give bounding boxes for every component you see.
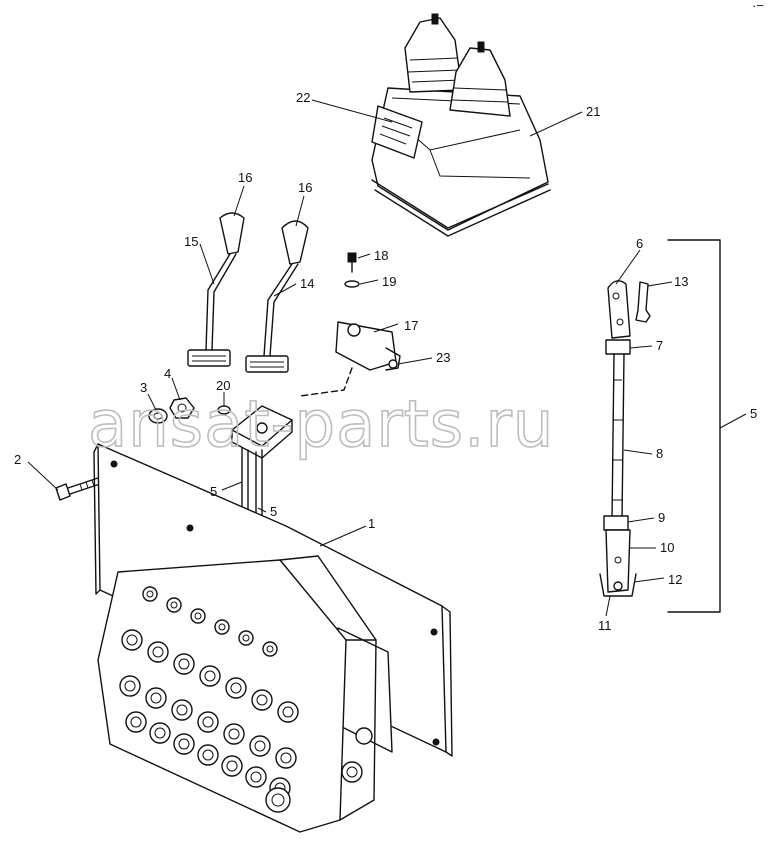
- callout-5-rod-a: 5: [210, 484, 217, 499]
- valve-port: [197, 711, 219, 733]
- callout-16-left: 16: [238, 170, 252, 185]
- callout-18: 18: [374, 248, 388, 263]
- valve-port-bore: [202, 716, 214, 728]
- callout-6: 6: [636, 236, 643, 251]
- rod-assembly: [599, 239, 721, 613]
- valve-port: [121, 629, 143, 651]
- watermark: ansat-parts.ru: [88, 388, 554, 462]
- callout-20: 20: [216, 378, 230, 393]
- valve-port-bore: [178, 738, 190, 750]
- nut-4: [169, 397, 195, 419]
- valve-port: [221, 755, 243, 777]
- valve-port: [251, 689, 273, 711]
- valve-port-bore: [204, 670, 216, 682]
- valve-port-bore: [152, 646, 164, 658]
- valve-port: [262, 641, 278, 657]
- valve-port-bore: [170, 601, 178, 609]
- valve-port: [225, 677, 247, 699]
- callout-8: 8: [656, 446, 663, 461]
- callout-13: 13: [674, 274, 688, 289]
- callout-12: 12: [668, 572, 682, 587]
- callout-labels: 22 21 16 16 15 14 18 19 17 23 3 4 20 2 5…: [14, 90, 757, 633]
- lever-14: [245, 220, 309, 373]
- valve-port: [125, 711, 147, 733]
- bolt-2: [55, 477, 101, 501]
- valve-port: [173, 733, 195, 755]
- callout-5-rod-b: 5: [270, 504, 277, 519]
- callout-21: 21: [586, 104, 600, 119]
- valve-port: [214, 619, 230, 635]
- valve-port: [199, 665, 221, 687]
- callout-2: 2: [14, 452, 21, 467]
- valve-port-bore: [254, 740, 266, 752]
- valve-port-bore: [194, 612, 202, 620]
- valve-port: [119, 675, 141, 697]
- valve-port-bore: [280, 752, 292, 764]
- valve-port-bore: [176, 704, 188, 716]
- callout-11: 11: [598, 618, 612, 633]
- valve-port-bore: [178, 658, 190, 670]
- valve-port: [145, 687, 167, 709]
- valve-port-bore: [250, 771, 262, 783]
- valve-port-bore: [242, 634, 250, 642]
- callout-16-right: 16: [298, 180, 312, 195]
- callout-9: 9: [658, 510, 665, 525]
- valve-port-bore: [228, 728, 240, 740]
- valve-port-bore: [202, 749, 214, 761]
- label-plate-22: [371, 105, 423, 159]
- callout-17: 17: [404, 318, 418, 333]
- valve-port-bore: [230, 682, 242, 694]
- valve-port: [238, 630, 254, 646]
- callout-19: 19: [382, 274, 396, 289]
- valve-port: [142, 586, 158, 602]
- callout-23: 23: [436, 350, 450, 365]
- valve-port-bore: [150, 692, 162, 704]
- valve-port-bore: [256, 694, 268, 706]
- callout-14: 14: [300, 276, 314, 291]
- valve-port-bore: [226, 760, 238, 772]
- callout-10: 10: [660, 540, 674, 555]
- valve-port: [245, 766, 267, 788]
- valve-port-bore: [146, 590, 154, 598]
- valve-port-bore: [154, 727, 166, 739]
- callout-22: 22: [296, 90, 310, 105]
- valve-port: [147, 641, 169, 663]
- bracket-17: [299, 252, 401, 397]
- valve-assembly-1: [93, 443, 453, 833]
- valve-port: [171, 699, 193, 721]
- valve-port-bore: [282, 706, 294, 718]
- callout-3: 3: [140, 380, 147, 395]
- valve-port-bore: [124, 680, 136, 692]
- valve-port: [275, 747, 297, 769]
- nut-3: [148, 408, 168, 424]
- valve-port-bore: [130, 716, 142, 728]
- valve-port: [173, 653, 195, 675]
- valve-port-bore: [218, 623, 226, 631]
- valve-port: [277, 701, 299, 723]
- leader-lines: [27, 99, 747, 617]
- callout-7: 7: [656, 338, 663, 353]
- callout-5-bracket: 5: [750, 406, 757, 421]
- lever-15: [187, 212, 245, 367]
- callout-1: 1: [368, 516, 375, 531]
- valve-port: [223, 723, 245, 745]
- valve-port: [197, 744, 219, 766]
- callout-4: 4: [164, 366, 171, 381]
- callout-15: 15: [184, 234, 198, 249]
- valve-port: [249, 735, 271, 757]
- corner-mark: ·−: [752, 0, 764, 13]
- valve-port-bore: [126, 634, 138, 646]
- valve-port: [149, 722, 171, 744]
- valve-ports: [119, 586, 299, 799]
- valve-port: [190, 608, 206, 624]
- valve-port: [166, 597, 182, 613]
- valve-port-bore: [266, 645, 274, 653]
